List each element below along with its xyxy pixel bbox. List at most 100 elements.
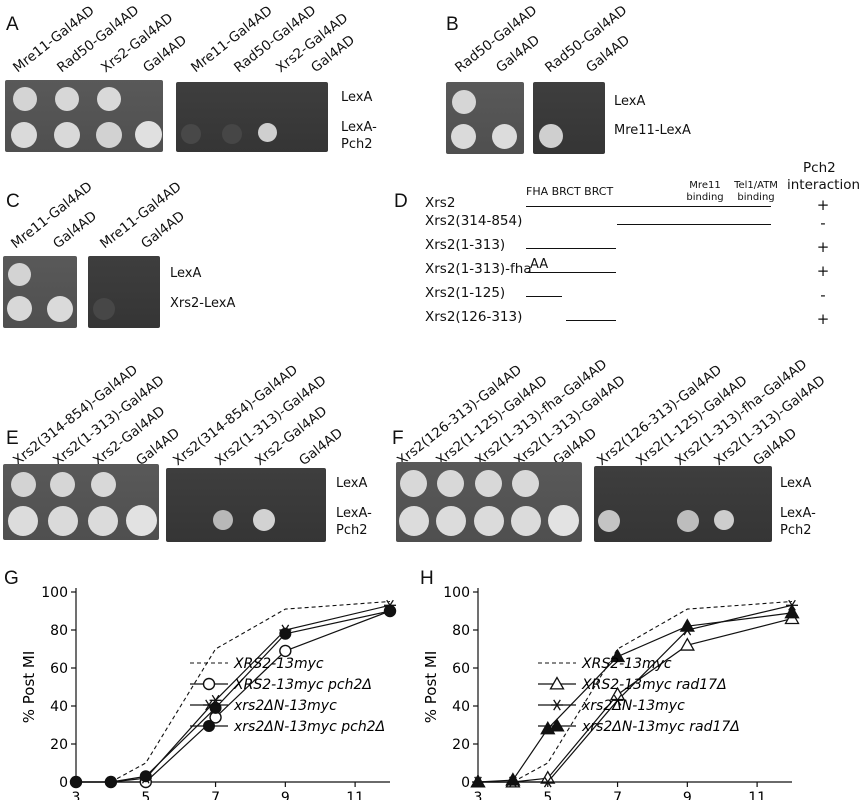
construct-bar-126-313 — [566, 320, 616, 322]
y-tick-label: 60 — [452, 661, 470, 677]
legend-label: xrs2ΔN-13myc pch2Δ — [233, 719, 385, 735]
legend-label: XRS2-13myc pch2Δ — [233, 677, 372, 693]
colony — [11, 472, 36, 497]
colony — [91, 472, 116, 497]
panel-a-row-label-lexa-pch2-1: LexA- — [341, 120, 377, 135]
y-tick-label: 40 — [452, 699, 470, 715]
y-tick-label: 20 — [452, 737, 470, 753]
x-tick-label: 7 — [211, 790, 220, 800]
data-point-filled-circle — [139, 770, 152, 783]
y-axis-label: % Post MI — [20, 651, 38, 724]
y-tick-label: 0 — [461, 775, 470, 791]
series-line — [477, 612, 793, 783]
panel-f-plate-right — [594, 466, 772, 542]
data-point-open-circle — [279, 644, 292, 658]
colony — [539, 124, 563, 148]
colony — [126, 505, 157, 536]
panel-b-letter: B — [446, 14, 459, 35]
series-line — [478, 604, 793, 783]
colony — [97, 87, 121, 111]
chart-h: 020406080100357911hours in SPM% Post MIX… — [422, 585, 800, 800]
y-tick-label: 60 — [50, 661, 68, 677]
data-point-filled-triangle — [679, 618, 695, 632]
colony — [135, 121, 162, 148]
colony — [13, 87, 37, 111]
colony — [714, 510, 734, 530]
panel-f-plate-left — [396, 462, 582, 542]
interaction-sign: + — [816, 238, 830, 256]
y-tick-label: 0 — [59, 775, 68, 791]
x-tick-label: 11 — [346, 790, 364, 800]
asterisk-stroke — [205, 699, 213, 711]
colony — [512, 470, 539, 497]
colony — [54, 122, 80, 148]
colony — [474, 506, 504, 536]
colony — [492, 124, 517, 149]
x-tick-label: 11 — [748, 790, 766, 800]
series-line — [76, 610, 391, 783]
domain-label-mre11-1: Mre11 — [689, 180, 721, 191]
interaction-sign: - — [820, 214, 826, 232]
colony — [47, 296, 73, 322]
y-tick-label: 40 — [50, 699, 68, 715]
panel-c-letter: C — [6, 191, 20, 212]
colony — [7, 296, 32, 321]
panel-f-row-label-lexa: LexA — [780, 476, 812, 491]
x-tick-label: 5 — [543, 790, 552, 800]
construct-name: Xrs2 — [425, 195, 456, 211]
pch2-interaction-header-1: Pch2 — [803, 160, 836, 176]
data-point-asterisk — [541, 776, 554, 788]
colony — [451, 124, 476, 149]
pch2-interaction-header-2: interaction — [787, 177, 861, 193]
y-tick-label: 80 — [452, 623, 470, 639]
y-tick-label: 80 — [50, 623, 68, 639]
data-point-filled-triangle — [609, 648, 626, 663]
colony — [548, 505, 579, 536]
panel-b-plate-right — [533, 82, 605, 154]
panel-g-letter: G — [4, 568, 19, 589]
asterisk-stroke — [543, 776, 552, 788]
panel-e-row-label-lexa: LexA — [336, 476, 368, 491]
panel-a-plate-right — [176, 82, 328, 152]
colony — [48, 506, 78, 536]
construct-name: Xrs2(1-313) — [425, 237, 506, 253]
data-point-filled-circle — [104, 776, 117, 788]
data-point-open-triangle — [549, 676, 565, 690]
colony — [253, 509, 275, 531]
panel-a-row-label-lexa-pch2-2: Pch2 — [341, 137, 373, 152]
colony — [400, 470, 427, 497]
panel-f-letter: F — [392, 428, 404, 449]
legend-label: xrs2ΔN-13myc — [233, 698, 337, 714]
colony — [8, 263, 31, 286]
colony — [93, 298, 115, 320]
domain-label-mre11-2: binding — [686, 192, 724, 203]
asterisk-stroke — [553, 699, 561, 711]
legend-label: XRS2-13myc — [581, 656, 672, 672]
legend-label: XRS2-13myc rad17Δ — [581, 677, 727, 693]
colony — [222, 124, 242, 144]
data-point-filled-circle — [209, 701, 222, 714]
x-tick-label: 9 — [683, 790, 692, 800]
interaction-sign: + — [816, 262, 830, 280]
interaction-sign: + — [816, 196, 830, 214]
data-point-filled-circle — [70, 776, 82, 788]
construct-bar-314-854 — [617, 224, 771, 226]
panel-a-letter: A — [6, 14, 19, 35]
construct-name: Xrs2(314-854) — [425, 213, 523, 229]
data-point-asterisk — [611, 694, 624, 706]
y-tick-label: 100 — [443, 585, 470, 601]
panel-b-row-label-mre11-lexa: Mre11-LexA — [614, 123, 691, 138]
data-point-open-triangle — [679, 637, 695, 651]
panel-h-letter: H — [420, 568, 434, 589]
panel-f-row-label-lexa-pch2-1: LexA- — [780, 506, 816, 521]
colony — [475, 470, 502, 497]
y-tick-label: 20 — [50, 737, 68, 753]
panel-e-plate-right — [166, 468, 326, 542]
panel-b-row-label-lexa: LexA — [614, 94, 646, 109]
y-tick-label: 100 — [41, 585, 68, 601]
legend-label: XRS2-13myc — [233, 656, 324, 672]
colony — [96, 122, 122, 148]
colony — [258, 123, 277, 142]
y-axis-label: % Post MI — [422, 651, 440, 724]
